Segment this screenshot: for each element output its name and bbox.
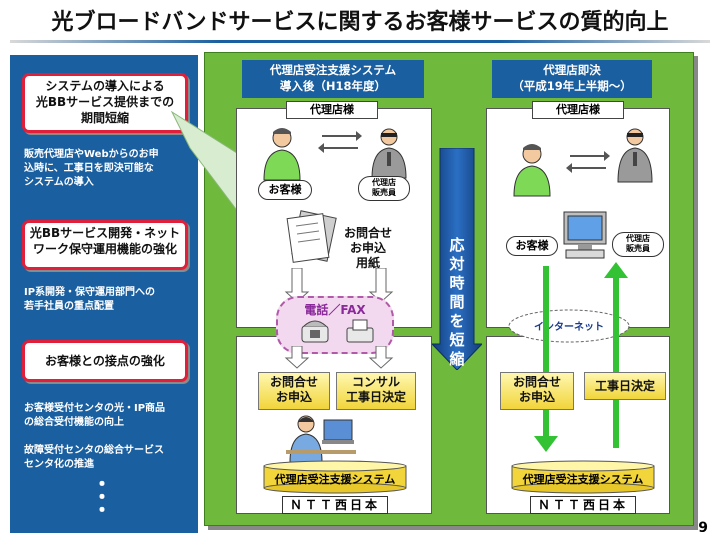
right-column-header: 代理店即決 （平成19年上半期～）: [492, 60, 652, 98]
left-item-description-2: IP系開発・保守運用部門への 若手社員の重点配置: [24, 287, 156, 312]
left-system-label: 代理店受注支援システム: [274, 473, 396, 486]
left-item-heading-3: お客様との接点の強化: [22, 340, 188, 382]
center-down-arrow: [432, 148, 482, 370]
right-agency-staff-label: 代理店 販売員: [612, 232, 664, 257]
application-form-icon: [286, 210, 337, 263]
left-item-description-3: お客様受付センタの光・IP商品 の総合受付機能の向上 故障受付センタの総合サービ…: [24, 403, 166, 470]
left-item-heading-2: 光BBサービス開発・ネット ワーク保守運用機能の強化: [22, 220, 188, 270]
page-title: 光ブロードバンドサービスに関するお客様サービスの質的向上: [51, 10, 669, 35]
phone-fax-cloud: [276, 296, 394, 354]
agency-staff-icon-left: [371, 128, 407, 179]
right-ntt-label: ＮＴＴ西日本: [530, 496, 636, 514]
internet-cloud-icon: [508, 309, 630, 343]
exchange-arrows-icon-left: [318, 131, 362, 153]
left-item-heading-1: システムの導入による 光BBサービス提供までの 期間短縮: [22, 73, 188, 133]
customer-person-icon-left: [263, 128, 301, 181]
right-agency-label: 代理店様: [532, 101, 624, 119]
left-customer-label: お客様: [258, 180, 312, 200]
left-panel: [10, 55, 198, 533]
internet-label: インターネット: [534, 322, 604, 333]
fax-icon: [346, 319, 374, 343]
customer-person-icon-right: [513, 144, 551, 197]
right-inquiry-box: お問合せ お申込: [500, 372, 574, 410]
left-ntt-label: ＮＴＴ西日本: [282, 496, 388, 514]
center-arrow-text: 応対時間を短縮: [449, 236, 465, 368]
operator-person-icon: [286, 415, 356, 463]
left-item-description-1: 販売代理店やWebからのお申 込時に、工事日を即決可能な システムの導入: [24, 149, 159, 188]
phone-icon: [301, 320, 329, 343]
left-agency-staff-label: 代理店 販売員: [358, 176, 410, 201]
schedule-box: 工事日決定: [584, 372, 666, 400]
left-system-database-icon: [263, 460, 407, 494]
flow-arrows-left-mid: [284, 346, 394, 369]
right-system-database-icon: [511, 460, 655, 494]
form-label: お問合せ お申込 用紙: [343, 226, 392, 270]
agency-staff-icon-right: [617, 128, 653, 183]
right-system-label: 代理店受注支援システム: [522, 473, 644, 486]
phone-fax-label: 電話／FAX: [304, 303, 366, 317]
computer-icon: [563, 211, 607, 259]
more-dots: ・ ・ ・: [92, 474, 112, 520]
green-flow-arrows: [534, 262, 628, 452]
left-inquiry-box: お問合せ お申込: [258, 372, 330, 410]
exchange-arrows-icon-right: [566, 151, 610, 173]
right-customer-label: お客様: [506, 236, 558, 256]
page-number: 9: [698, 520, 708, 536]
left-agency-label: 代理店様: [286, 101, 378, 119]
left-column-header: 代理店受注支援システム 導入後（H18年度）: [242, 60, 424, 98]
title-divider: [10, 40, 710, 43]
consult-schedule-box: コンサル 工事日決定: [336, 372, 416, 410]
